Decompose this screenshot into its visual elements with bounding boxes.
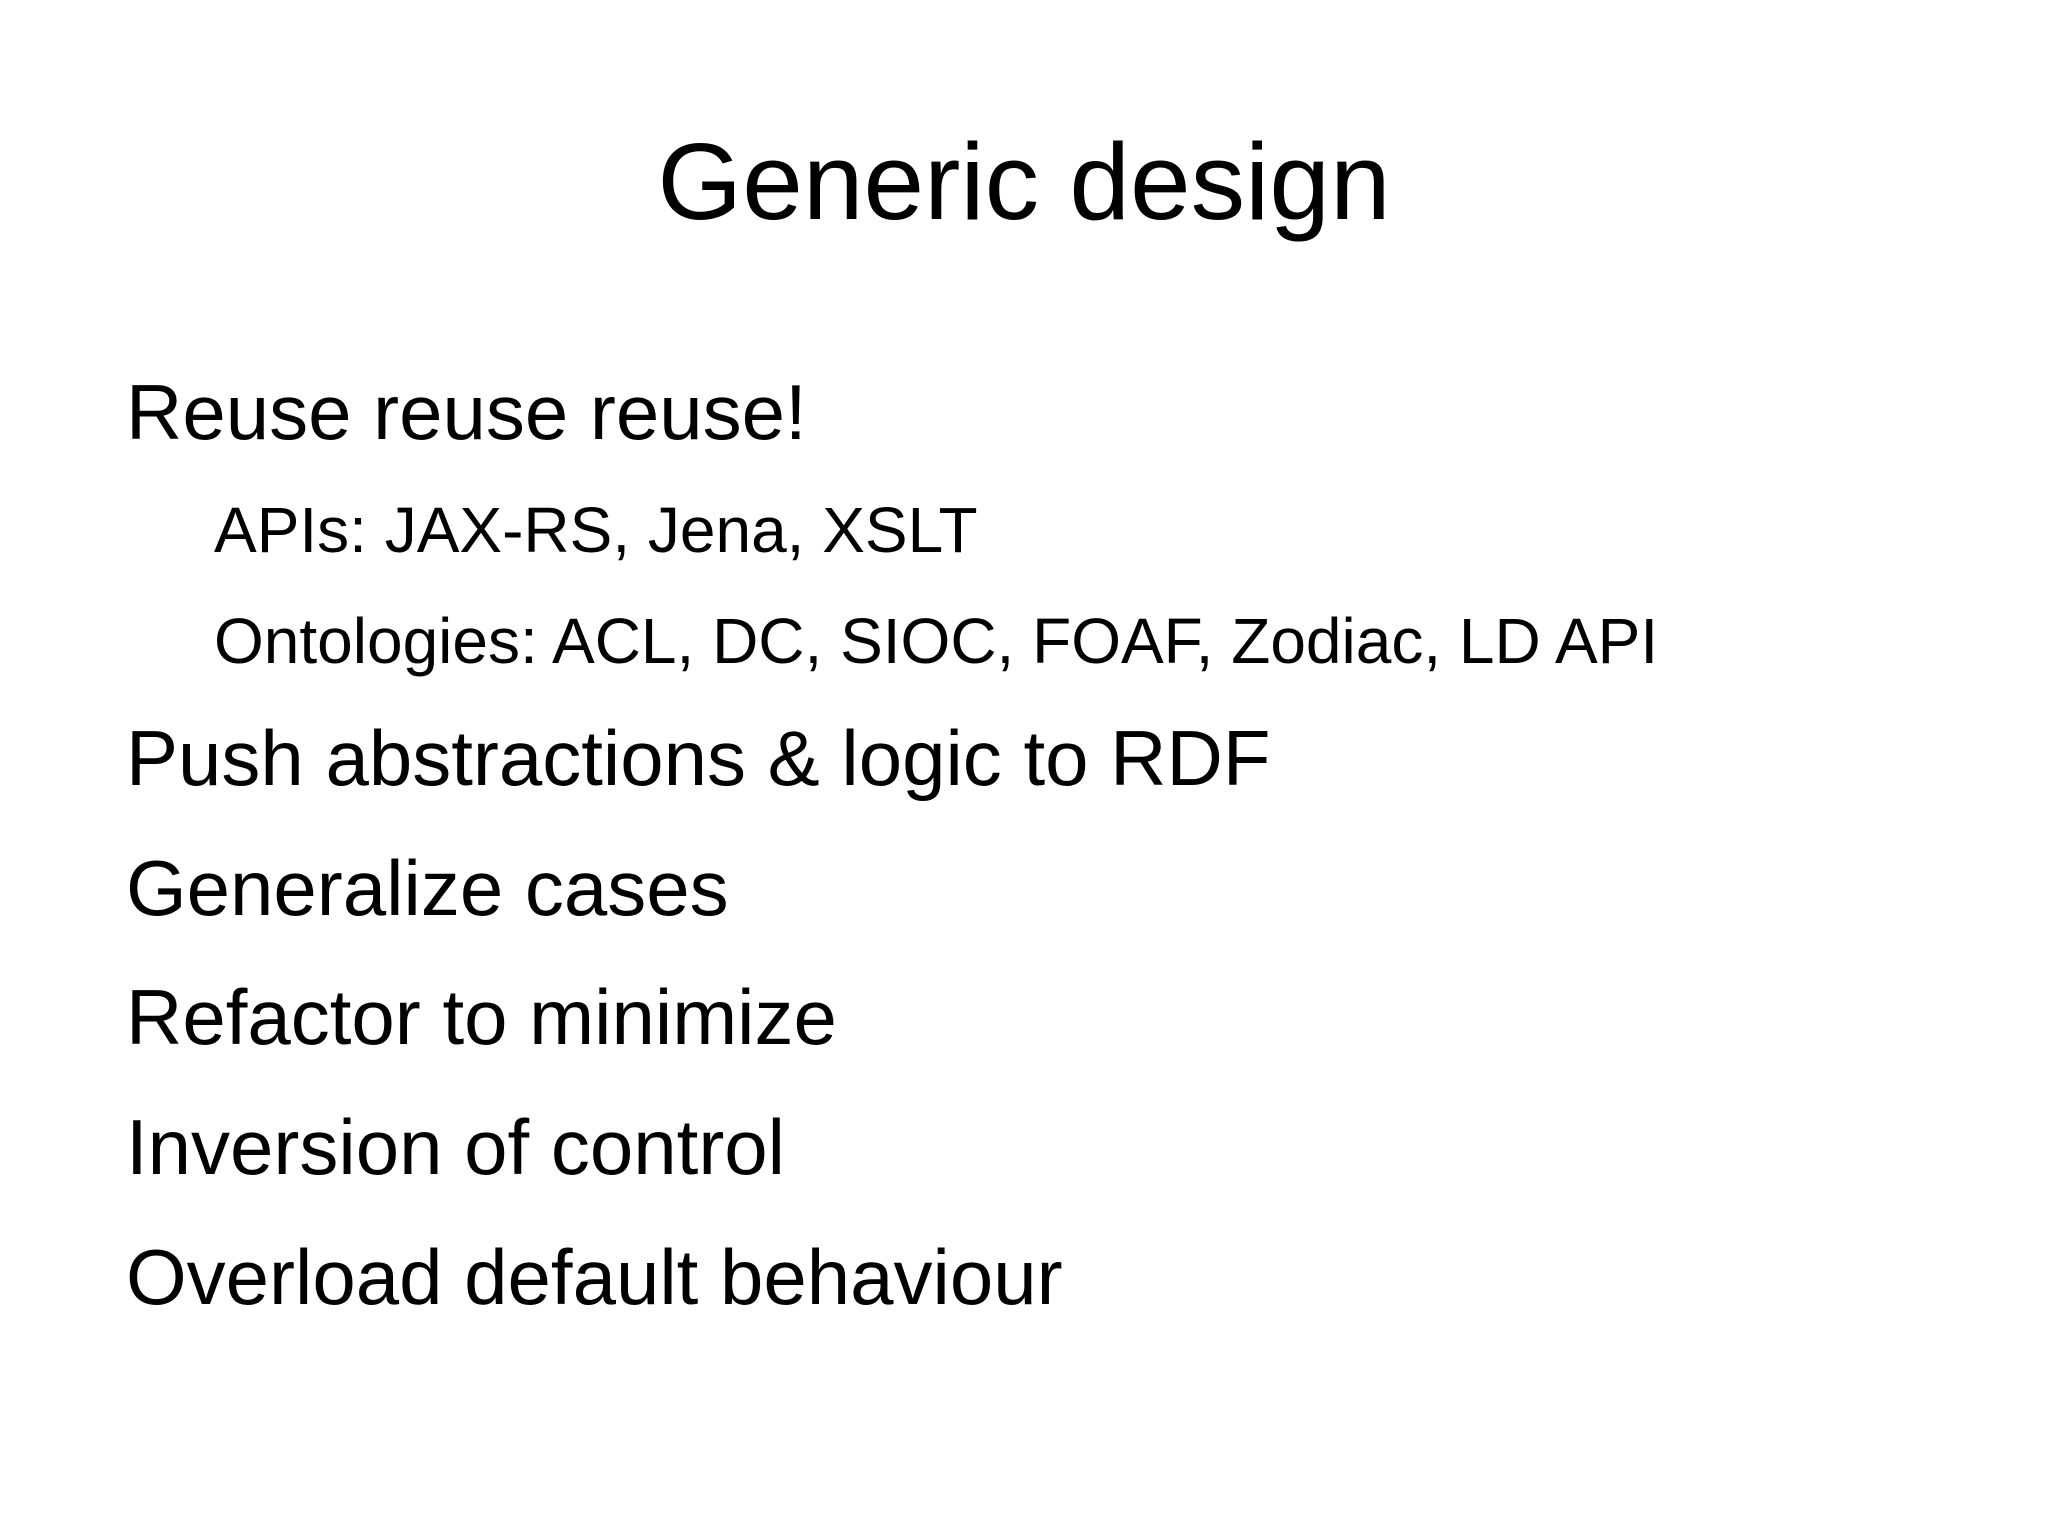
sub-bullet-ontologies: Ontologies: ACL, DC, SIOC, FOAF, Zodiac,… [214,605,1659,677]
sub-bullet-apis: APIs: JAX-RS, Jena, XSLT [214,494,978,566]
bullet-push-abstractions: Push abstractions & logic to RDF [126,714,1271,802]
slide-title: Generic design [657,121,1391,243]
bullet-refactor: Refactor to minimize [126,973,837,1061]
bullet-generalize-cases: Generalize cases [126,844,729,932]
bullet-reuse: Reuse reuse reuse! [126,368,807,456]
bullet-inversion-of-control: Inversion of control [126,1103,786,1191]
bullet-overload-default: Overload default behaviour [126,1233,1063,1321]
